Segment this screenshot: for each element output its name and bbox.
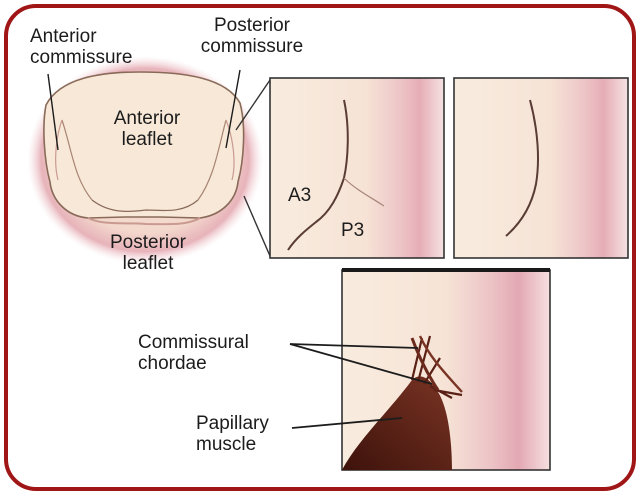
label-p3: P3 [341,220,364,241]
label-anterior-commissure: Anterior commissure [30,26,132,68]
label-commissural-chordae: Commissural chordae [138,332,249,374]
chordae-panel [342,270,550,470]
label-papillary-muscle: Papillary muscle [196,413,269,455]
label-posterior-leaflet: Posterior leaflet [88,232,208,274]
label-anterior-leaflet: Anterior leaflet [92,108,202,150]
label-posterior-commissure: Posterior commissure [182,15,322,57]
label-a3: A3 [288,185,311,206]
commissure-panel-2 [454,78,628,258]
